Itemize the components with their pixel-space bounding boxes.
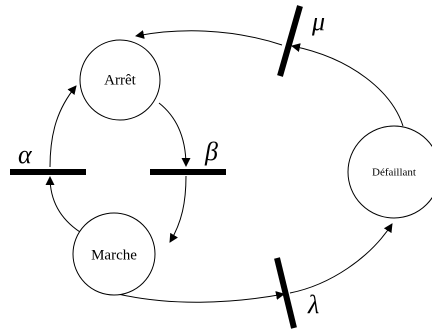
state-run-label: Marche	[91, 247, 137, 263]
transition-lambda-label: λ	[307, 290, 319, 319]
arc-run-to-lambda	[117, 291, 285, 303]
state-failed-label: Défaillant	[372, 167, 416, 179]
state-failed-circle	[347, 125, 432, 219]
state-run-circle	[72, 212, 156, 296]
arc-failed-to-mu	[291, 43, 404, 127]
state-stop: Arrêt	[79, 39, 161, 121]
arc-beta-to-run	[169, 175, 187, 243]
transition-mu-label: μ	[311, 7, 325, 36]
arc-mu-to-stop	[135, 30, 283, 46]
transition-lambda-bar	[274, 257, 297, 329]
transition-alpha-label: α	[18, 140, 33, 169]
transition-mu-bar	[277, 5, 303, 77]
state-stop-label: Arrêt	[104, 72, 136, 88]
arc-lambda-to-failed	[289, 223, 393, 294]
arc-alpha-to-stop	[49, 85, 77, 168]
arc-stop-to-beta	[158, 102, 191, 167]
transition-beta-label: β	[204, 137, 218, 166]
state-stop-circle	[79, 39, 161, 121]
state-failed: Défaillant	[347, 125, 432, 219]
arc-run-to-alpha	[45, 176, 81, 233]
state-run: Marche	[72, 212, 156, 296]
